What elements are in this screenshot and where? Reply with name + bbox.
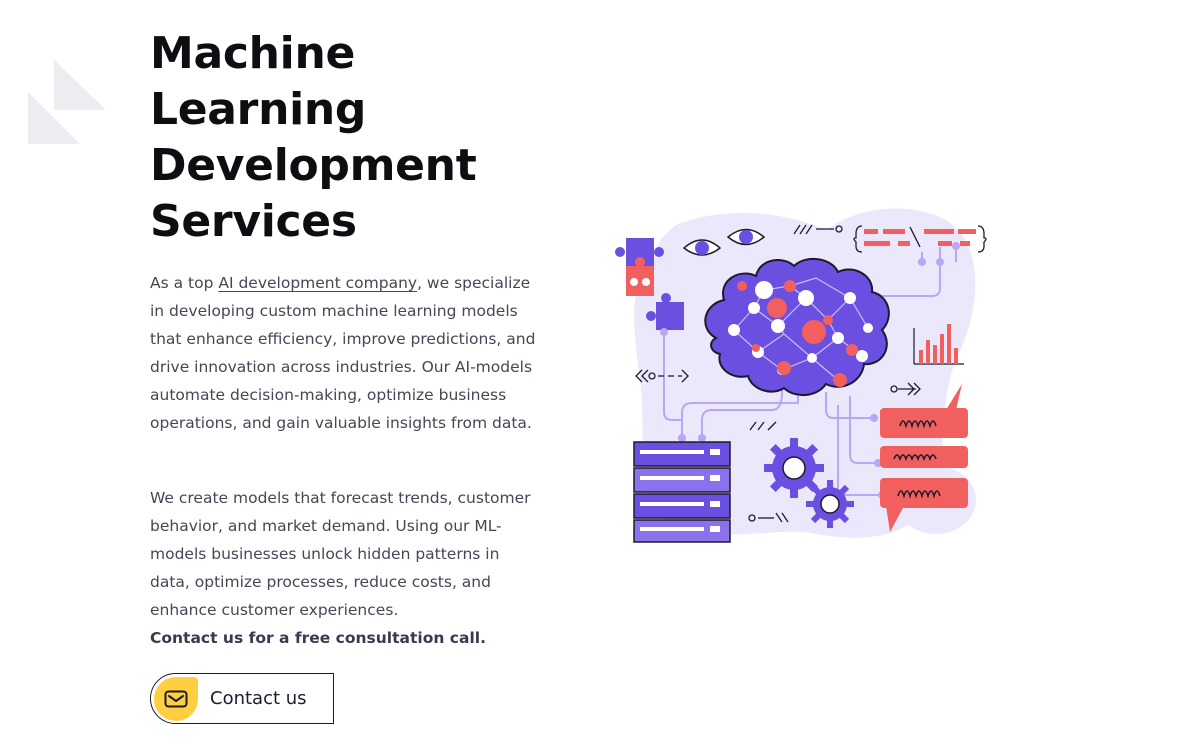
code-brackets-icon — [793, 224, 987, 253]
eyes-icon — [682, 228, 766, 256]
ai-development-company-link[interactable]: AI development company — [218, 274, 418, 292]
intro-paragraph: As a top AI development company, we spec… — [150, 274, 536, 432]
server-stack-icon — [633, 441, 731, 543]
connector-lines — [663, 247, 957, 496]
details-paragraph: We create models that forecast trends, c… — [150, 489, 531, 647]
consultation-cta-text: Contact us for a free consultation call. — [150, 629, 486, 647]
brand-logo-mark — [28, 60, 106, 144]
arrow-doodles — [635, 369, 921, 523]
contact-us-label: Contact us — [210, 688, 307, 709]
contact-us-button[interactable]: Contact us — [150, 673, 334, 724]
page-title: Machine Learning Development Services — [150, 28, 477, 247]
ml-brain-illustration — [615, 208, 987, 543]
code-dashes-icon — [864, 229, 976, 246]
brain-icon — [704, 257, 890, 396]
mini-bar-chart-icon — [913, 324, 964, 365]
envelope-icon — [154, 676, 198, 721]
gears-icon — [764, 438, 854, 528]
chat-bubbles-icon — [880, 384, 968, 532]
puzzle-pieces-icon — [615, 238, 684, 330]
